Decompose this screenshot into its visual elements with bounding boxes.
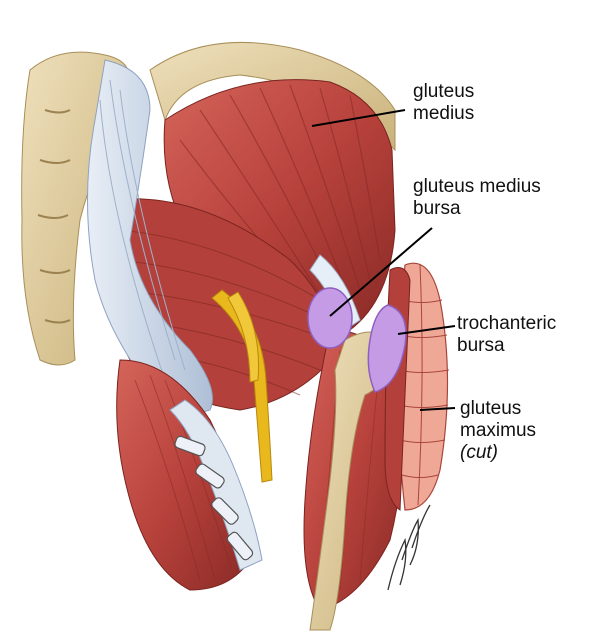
ligament-fibers <box>99 79 186 381</box>
hamstring-muscle <box>116 359 251 591</box>
label-gluteus-medius-bursa-line2: bursa <box>413 198 461 219</box>
label-gluteus-medius-line2: medius <box>413 103 475 124</box>
gluteus-medius-bursa-shape <box>307 287 353 349</box>
label-trochanteric-bursa-line2: bursa <box>457 335 505 356</box>
leader-lines <box>311 109 456 411</box>
iliac-crest-bone <box>149 42 396 152</box>
label-gluteus-medius-bursa: gluteus medius bursa <box>413 176 541 220</box>
label-trochanteric-bursa-line1: trochanteric <box>457 313 557 334</box>
label-trochanteric-bursa: trochanteric bursa <box>457 313 556 357</box>
trochanteric-bursa-shape <box>367 304 407 393</box>
nerve-branch <box>227 291 260 383</box>
label-gluteus-medius: gluteus medius <box>413 81 474 125</box>
label-gluteus-medius-line1: gluteus <box>413 81 475 102</box>
label-gluteus-maximus-line3: (cut) <box>460 442 498 463</box>
tendon-cut-ends <box>174 435 254 561</box>
sacral-notches <box>37 109 71 324</box>
artist-signature <box>387 504 431 591</box>
sacrotuberous-ligament <box>87 59 213 414</box>
label-gluteus-maximus-line1: gluteus <box>460 398 522 419</box>
label-gluteus-maximus-line2: maximus <box>460 420 537 441</box>
label-gluteus-maximus: gluteus maximus (cut) <box>460 398 536 464</box>
label-gluteus-medius-bursa-line1: gluteus medius <box>413 176 541 197</box>
